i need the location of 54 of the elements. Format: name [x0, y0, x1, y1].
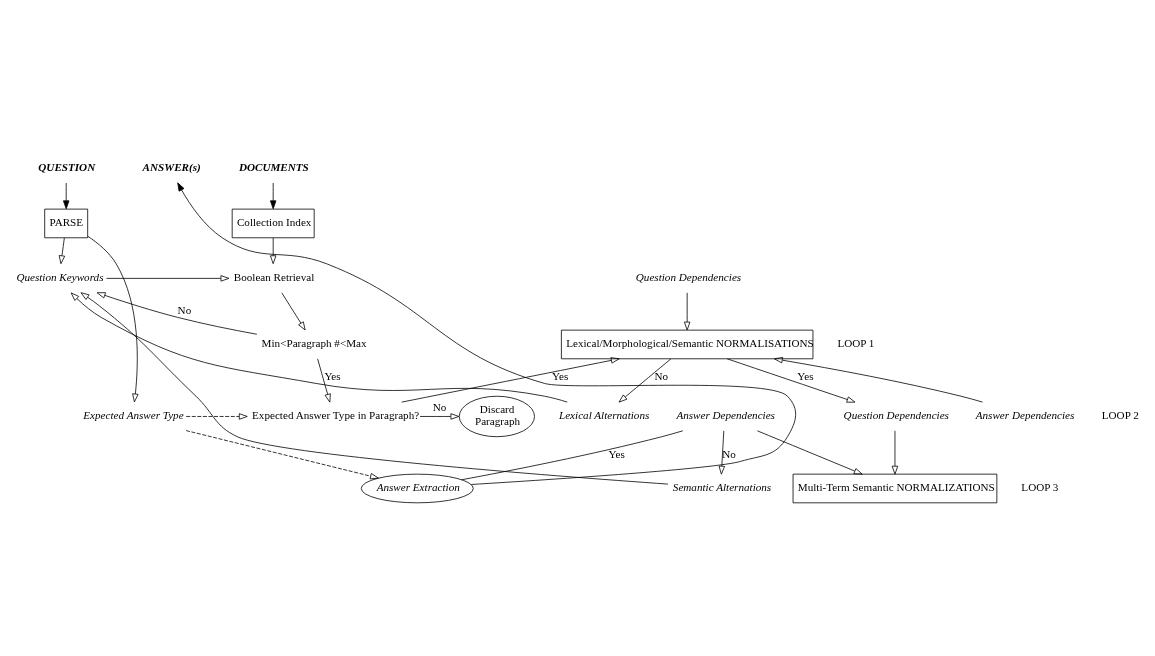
label: LOOP 1 — [837, 336, 875, 349]
edge-label: Yes — [608, 447, 625, 460]
arrow — [96, 291, 258, 335]
node-ellipse: Discard Paragraph — [458, 395, 535, 437]
edge-label: Yes — [552, 369, 569, 382]
edge-label: No — [432, 400, 447, 413]
node-box: PARSE — [44, 208, 89, 238]
arrow — [270, 182, 277, 209]
arrow — [757, 429, 863, 475]
arrow — [684, 291, 691, 330]
node-text: Answer Dependencies — [676, 408, 775, 421]
arrow — [87, 235, 139, 402]
label: LOOP 2 — [1101, 408, 1139, 421]
arrow — [419, 412, 460, 420]
node-text: Expected Answer Type in Paragraph? — [252, 408, 420, 421]
node-text: Boolean Retrieval — [233, 270, 315, 283]
arrow — [891, 429, 899, 475]
node-text: Question Keywords — [16, 270, 104, 283]
arrow — [58, 237, 66, 264]
node-text: DOCUMENTS — [238, 160, 309, 173]
arrow — [281, 291, 306, 330]
label: LOOP 3 — [1021, 480, 1059, 493]
arrow — [317, 357, 331, 403]
arrow — [63, 182, 70, 209]
node-text: Min<Paragraph #<Max — [261, 336, 367, 349]
arrow — [618, 357, 672, 403]
connector — [461, 429, 684, 480]
arrow — [106, 274, 230, 282]
node-box: Multi-Term Semantic NORMALIZATIONS — [792, 473, 998, 503]
arrow — [177, 181, 796, 485]
edge-label: Yes — [797, 369, 814, 382]
edge-label: Yes — [324, 369, 341, 382]
arrow — [270, 237, 277, 264]
node-text: Semantic Alternations — [672, 480, 772, 493]
arrow — [773, 356, 983, 402]
node-box: Lexical/Morphological/Semantic NORMALISATIONS — [561, 329, 814, 359]
node-text: Question Dependencies — [843, 408, 949, 421]
arrow — [718, 429, 725, 475]
node-text: Lexical Alternations — [558, 408, 650, 421]
arrow — [401, 356, 620, 402]
arrow — [80, 291, 669, 484]
node-text: Answer Dependencies — [975, 408, 1075, 421]
arrow — [70, 291, 568, 402]
edge-label: No — [654, 369, 669, 382]
node-box: Collection Index — [231, 208, 315, 238]
edge-label: No — [722, 447, 736, 460]
arrow — [726, 357, 856, 403]
node-text: QUESTION — [38, 160, 96, 173]
arrow — [185, 412, 248, 420]
node-text: ANSWER(s) — [142, 160, 201, 173]
arrow — [185, 429, 379, 479]
edge-label: No — [177, 303, 192, 316]
node-text: Question Dependencies — [635, 270, 742, 283]
node-text: Expected Answer Type — [83, 408, 184, 421]
